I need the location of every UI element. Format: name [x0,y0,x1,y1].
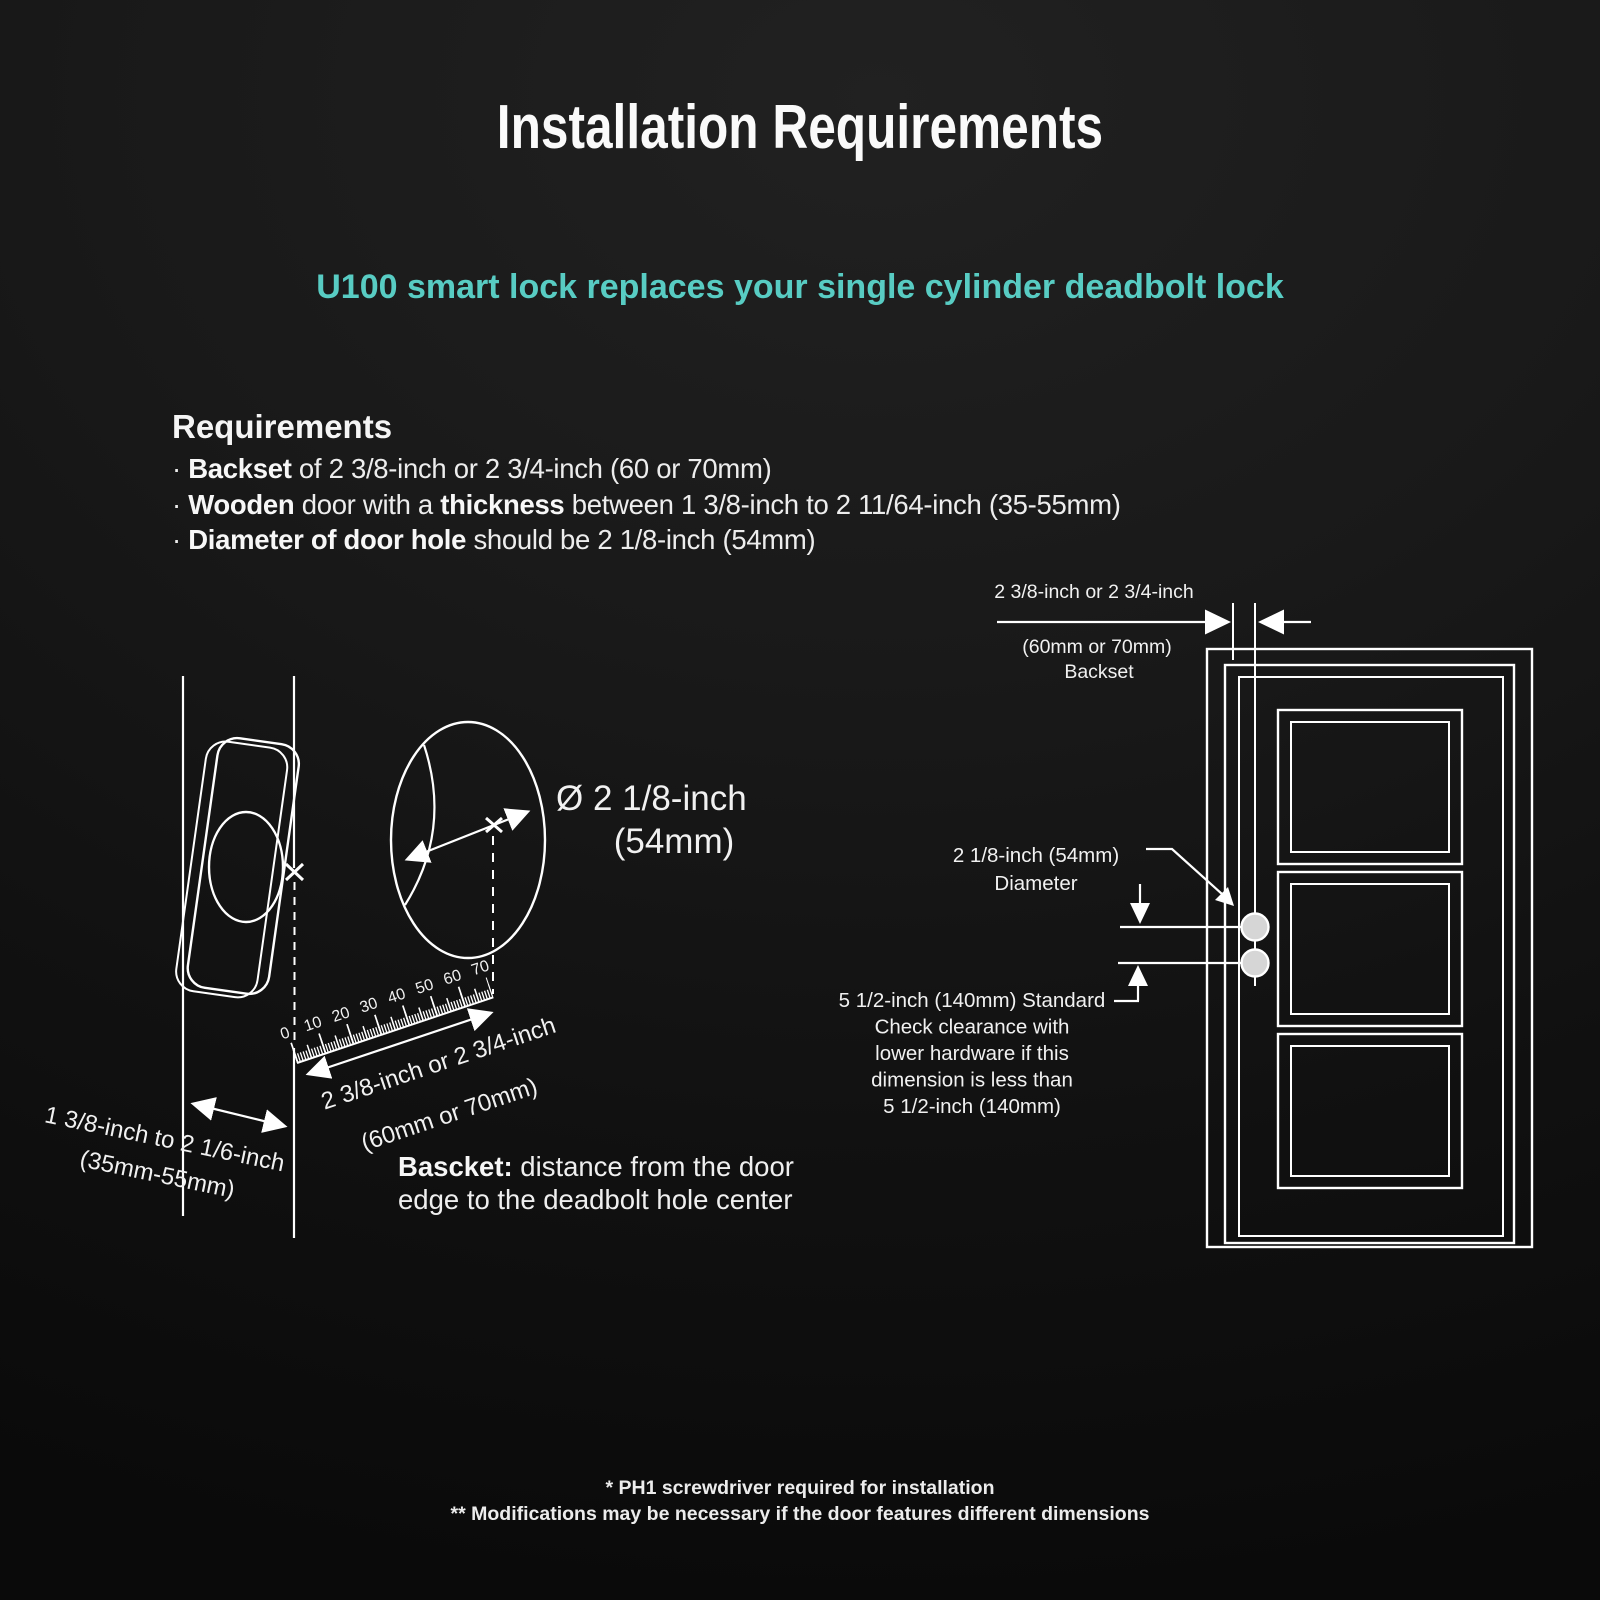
door-panel-bottom-inner [1290,1045,1450,1177]
diameter-leader-line [1146,847,1223,895]
ruler-tick-label: 20 [330,1004,352,1026]
door-panel-middle-outer [1276,870,1464,1028]
clearance-note-line2: Check clearance with [875,1016,1070,1039]
edge-center-x-mark [284,862,305,882]
caption-line1-rest: distance from the door [512,1151,794,1182]
deadbolt-bore-hole [389,720,547,960]
door-backset-label-line2: (60mm or 70mm) [1022,636,1172,658]
door-diameter-label-line2: Diameter [994,872,1077,895]
door-panel-bottom-outer [1276,1032,1464,1190]
clearance-note-line4: dimension is less than [871,1069,1073,1092]
deadbolt-hole-lower [1240,948,1270,978]
requirements-list: · Backset of 2 3/8-inch or 2 3/4-inch (6… [172,451,1432,558]
right-diagram-door: 2 3/8-inch or 2 3/4-inch (60mm or 70mm) … [839,581,1534,1249]
hole-diameter-arrow [404,808,531,863]
requirement-item-thickness: · Wooden door with a thickness between 1… [172,487,1432,523]
footnote-1: * PH1 screwdriver required for installat… [605,1477,995,1499]
clearance-up-arrowhead [1128,965,1148,986]
requirement-text: between 1 3/8-inch to 2 11/64-inch (35-5… [564,488,1121,520]
backset-arrowhead-right [1205,609,1231,635]
requirement-bold-term: Diameter of door hole [188,524,467,555]
door-thickness-arrow [190,1097,288,1133]
ruler-tick-label: 10 [302,1014,324,1036]
ruler-tick-label: 40 [386,985,408,1007]
clearance-note-line1: 5 1/2-inch (140mm) Standard [839,989,1106,1012]
requirement-item-backset: · Backset of 2 3/8-inch or 2 3/4-inch (6… [172,451,1432,487]
page-subtitle: U100 smart lock replaces your single cyl… [316,268,1284,306]
backset-ruler: 0 10 20 30 40 50 60 70 2 3/8-inch or 2 3… [278,957,559,1156]
requirement-text: of 2 3/8-inch or 2 3/4-inch (60 or 70mm) [291,453,772,484]
page-title: Installation Requirements [496,93,1104,162]
requirement-text: door with a [294,488,441,520]
latch-plate-hole [207,810,285,924]
ruler-tick-label: 0 [278,1024,292,1043]
requirements-block: Requirements · Backset of 2 3/8-inch or … [172,409,1432,558]
requirement-bold-term: thickness [440,488,565,520]
ruler-tick-label: 60 [441,967,463,989]
ruler-tick-label: 30 [358,995,380,1017]
bullet: · [172,488,189,520]
door-frame-outer [1205,647,1534,1249]
footnotes: * PH1 screwdriver required for installat… [0,1476,1600,1527]
backset-definition-caption: Bascket: distance from the door edge to … [398,1150,794,1216]
deadbolt-hole-upper [1240,912,1270,942]
door-panel-middle-inner [1290,883,1450,1015]
clearance-down-arrowhead [1130,903,1150,924]
hole-center-x-mark [485,816,503,834]
bullet: · [172,524,189,555]
backset-arrowhead-left [1258,609,1284,635]
door-diameter-label-line1: 2 1/8-inch (54mm) [953,844,1119,867]
page-subtitle-row: U100 smart lock replaces your single cyl… [0,268,1600,306]
caption-line1: Bascket: distance from the door [398,1150,794,1183]
latch-plate-back-edge [175,740,289,999]
backset-span-arrow [305,1008,494,1079]
ruler-tick-label: 70 [469,957,491,979]
door-panel-top-inner [1290,721,1450,853]
requirement-bold-term: Wooden [188,488,295,520]
diameter-leader-arrowhead [1215,887,1234,906]
requirement-item-diameter: · Diameter of door hole should be 2 1/8-… [172,522,1432,558]
hole-diameter-label-line1: Ø 2 1/8-inch [556,779,747,818]
page-title-row: Installation Requirements [0,95,1600,161]
clearance-note-line3: lower hardware if this [875,1042,1069,1065]
requirement-text: should be 2 1/8-inch (54mm) [466,524,816,555]
door-frame-inner [1223,663,1516,1245]
requirement-bold-term: Backset [188,453,292,484]
hole-diameter-label-line2: (54mm) [614,822,735,861]
clearance-note-line5: 5 1/2-inch (140mm) [883,1095,1061,1118]
door-panel-top-outer [1276,708,1464,866]
caption-line2: edge to the deadbolt hole center [398,1184,793,1215]
footnote-2: ** Modifications may be necessary if the… [450,1502,1150,1525]
bullet: · [172,453,189,484]
requirements-heading: Requirements [172,408,393,445]
door-backset-label-line1: 2 3/8-inch or 2 3/4-inch [994,581,1193,603]
door-leaf [1238,676,1504,1237]
ruler-tick-label: 50 [414,976,436,998]
door-backset-label-line3: Backset [1064,661,1134,683]
bore-hole-inner-edge [404,744,436,906]
caption-term: Bascket: [398,1151,513,1182]
